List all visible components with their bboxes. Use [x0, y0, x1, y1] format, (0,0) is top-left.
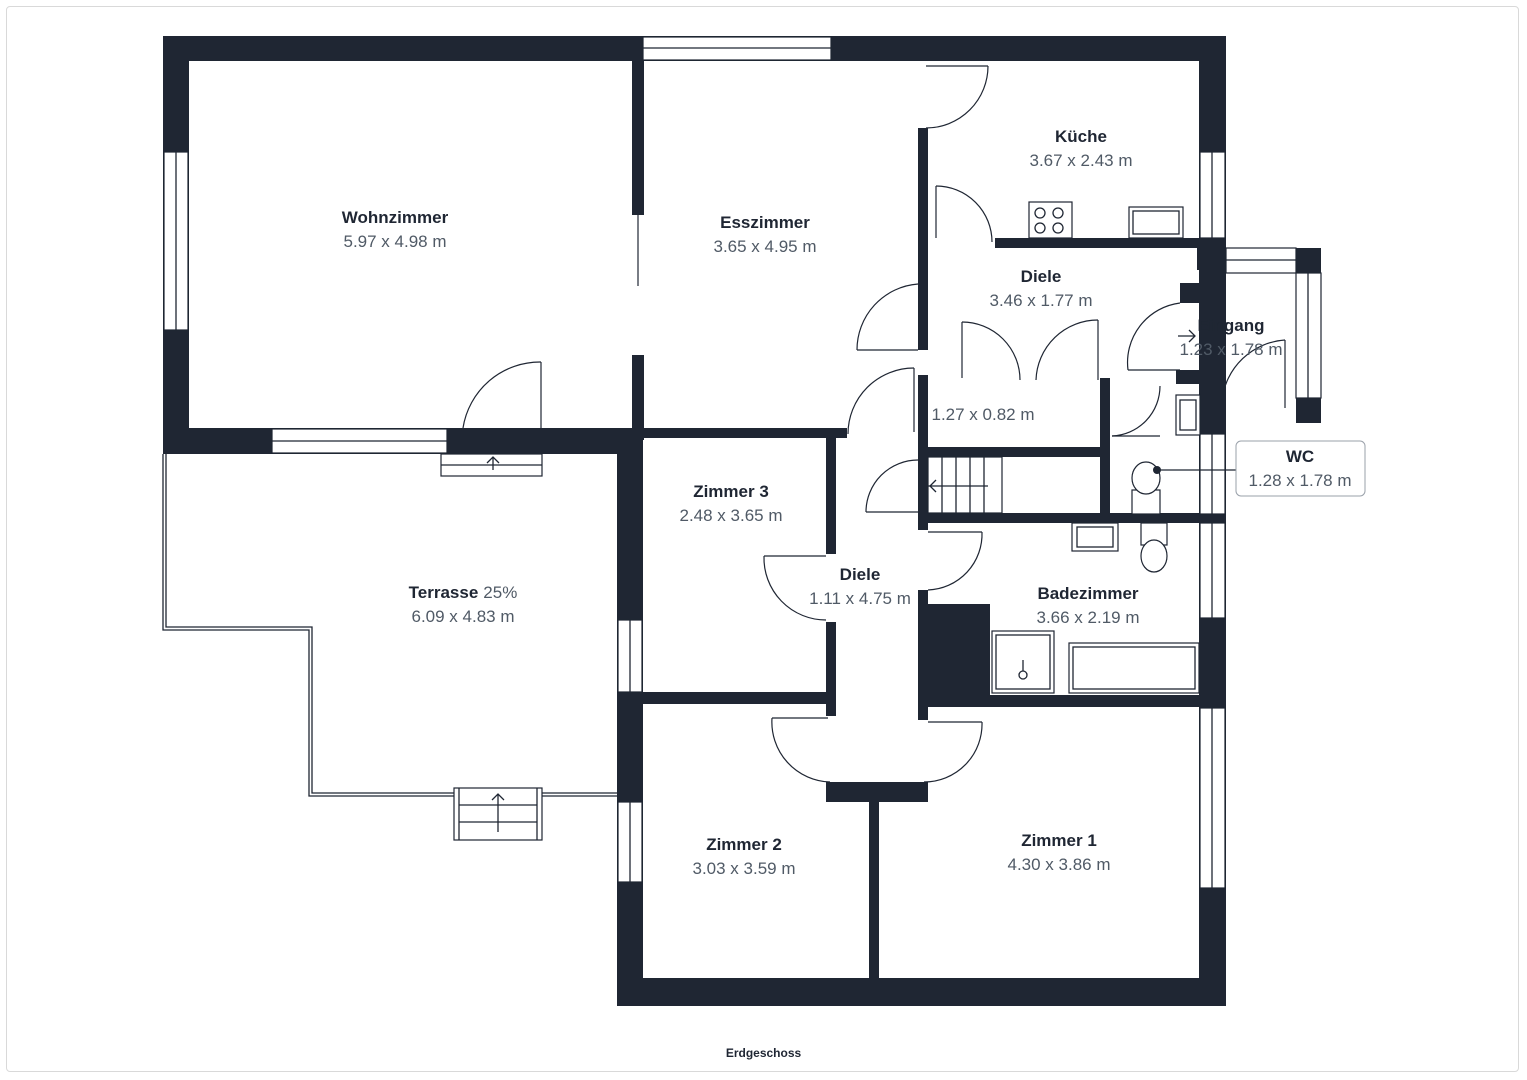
room-dims: 2.48 x 3.65 m [679, 506, 782, 525]
room-name: Küche [1055, 127, 1107, 146]
terrace-percent: 25% [483, 583, 517, 602]
room-dims: 3.03 x 3.59 m [692, 859, 795, 878]
room-label-wohnzimmer: Wohnzimmer 5.97 x 4.98 m [342, 208, 449, 251]
callout-box [1235, 440, 1366, 497]
room-name: Badezimmer [1037, 584, 1138, 603]
terrace-name: Terrasse [409, 583, 479, 602]
terrace-outline [162, 453, 617, 841]
room-dims: 4.30 x 3.86 m [1007, 855, 1110, 874]
room-dims: 3.46 x 1.77 m [989, 291, 1092, 310]
room-name: Zimmer 3 [693, 482, 769, 501]
room-dims: 3.67 x 2.43 m [1029, 151, 1132, 170]
room-dims: 1.28 x 1.78 m [1248, 471, 1351, 490]
room-label-zimmer3: Zimmer 3 2.48 x 3.65 m [679, 482, 782, 525]
fixtures [991, 201, 1201, 694]
room-name: Esszimmer [720, 213, 810, 232]
room-label-eingang: Eingang 1.23 x 1.78 m [1179, 316, 1282, 359]
room-label-zimmer1: Zimmer 1 4.30 x 3.86 m [1007, 831, 1110, 874]
room-label-diele-top: Diele 3.46 x 1.77 m [989, 267, 1092, 310]
room-name: Diele [840, 565, 881, 584]
room-label-abstell: 1.27 x 0.82 m [931, 405, 1034, 424]
room-name: Wohnzimmer [342, 208, 449, 227]
room-dims: 1.27 x 0.82 m [931, 405, 1034, 424]
room-label-diele-mid: Diele 1.11 x 4.75 m [809, 565, 911, 608]
room-label-badezimmer: Badezimmer 3.66 x 2.19 m [1036, 584, 1139, 627]
room-name: Diele [1021, 267, 1062, 286]
room-dims: 6.09 x 4.83 m [411, 607, 514, 626]
floor-plan: .wall { fill: #1f2633; } .win { fill: #f… [162, 36, 1366, 1006]
room-dims: 1.23 x 1.78 m [1179, 340, 1282, 359]
room-name: Zimmer 1 [1021, 831, 1097, 850]
room-label-esszimmer: Esszimmer 3.65 x 4.95 m [713, 213, 816, 256]
windows [163, 36, 1322, 889]
room-dims: 3.66 x 2.19 m [1036, 608, 1139, 627]
stairs [927, 456, 1003, 514]
page-frame [6, 6, 1519, 1072]
room-name: WC [1286, 447, 1314, 466]
room-dims: 3.65 x 4.95 m [713, 237, 816, 256]
doors [462, 65, 1286, 783]
room-name: Zimmer 2 [706, 835, 782, 854]
room-name: Eingang [1197, 316, 1264, 335]
room-label-kueche: Küche 3.67 x 2.43 m [1029, 127, 1132, 170]
room-label-zimmer2: Zimmer 2 3.03 x 3.59 m [692, 835, 795, 878]
floor-name: Erdgeschoss [725, 1046, 802, 1060]
wc-callout: WC 1.28 x 1.78 m [1153, 440, 1366, 497]
room-dims: 5.97 x 4.98 m [343, 232, 446, 251]
room-dims: 1.11 x 4.75 m [809, 589, 911, 608]
